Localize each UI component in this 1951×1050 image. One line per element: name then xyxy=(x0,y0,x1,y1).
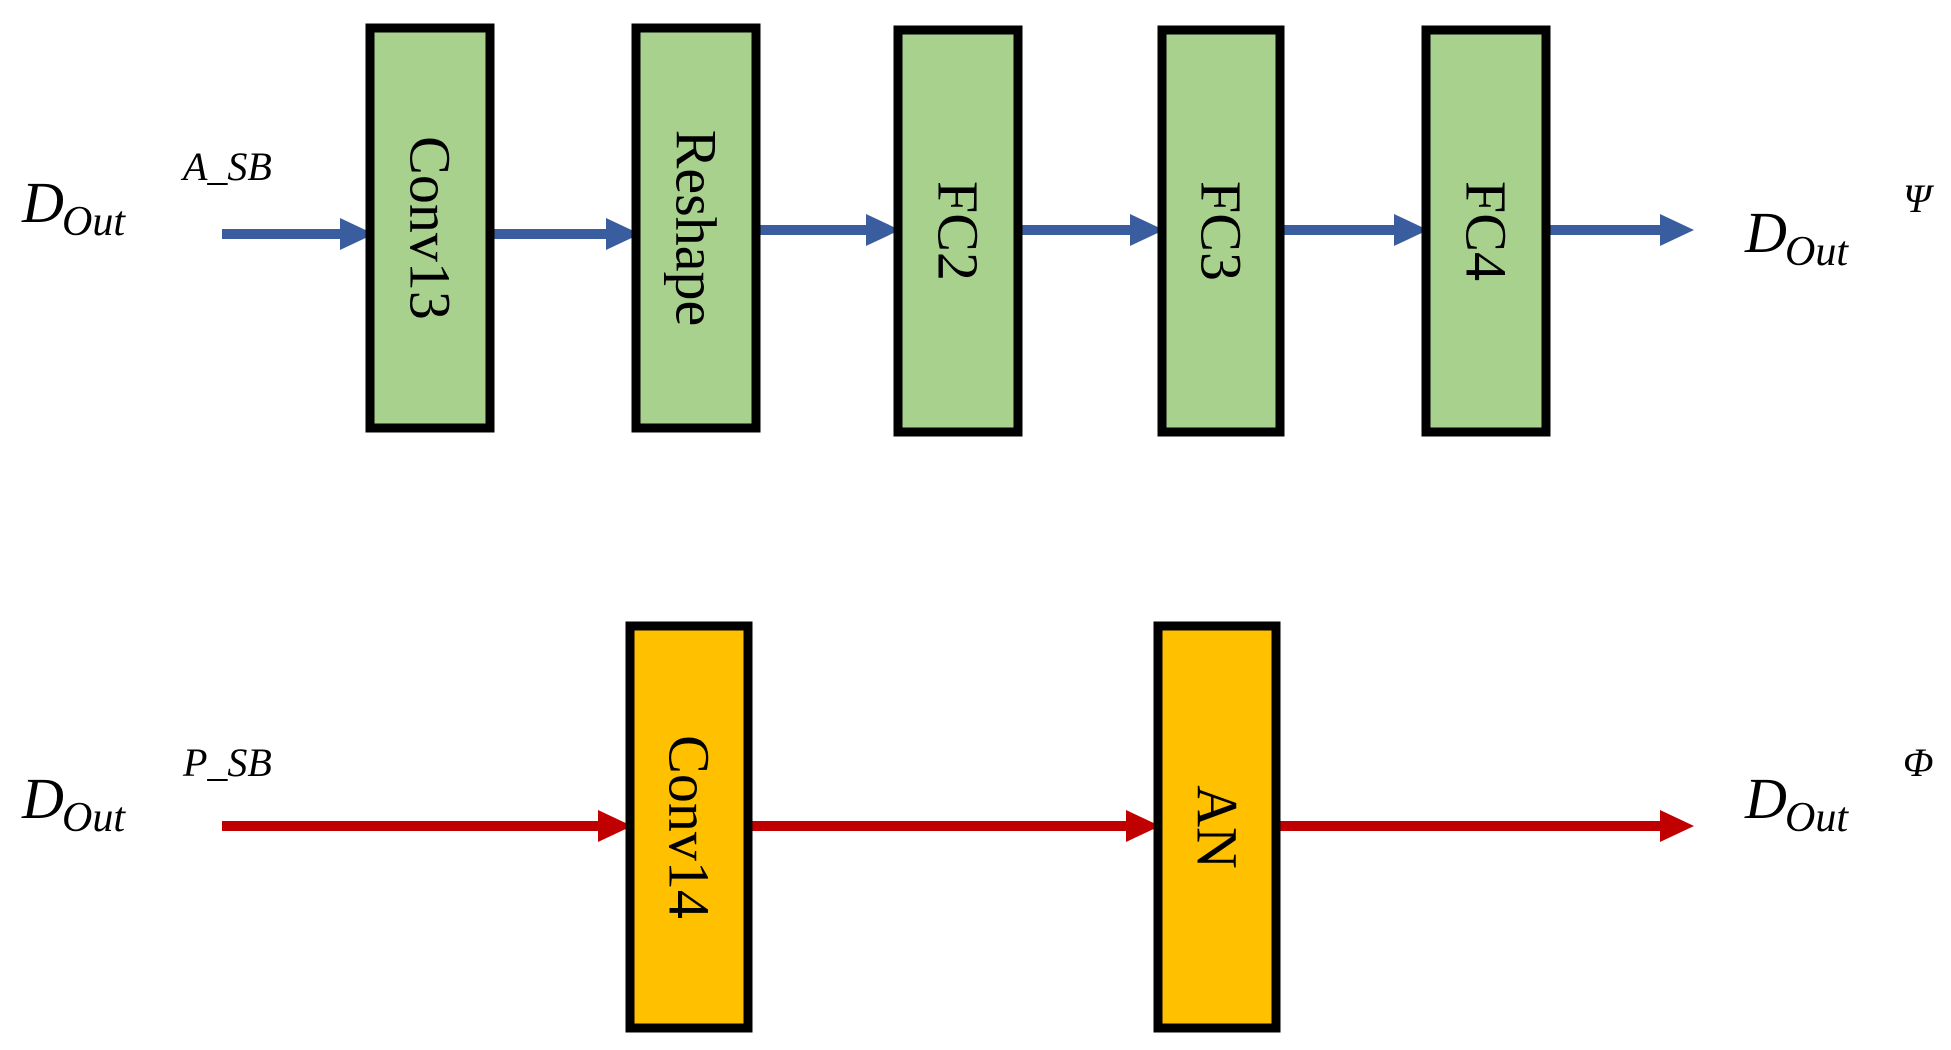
top-arrow-fc4-to-output xyxy=(1546,214,1694,246)
block-conv13: Conv13 xyxy=(365,23,495,433)
block-fc3: FC3 xyxy=(1157,25,1285,437)
bottom-output-main: D xyxy=(1744,766,1787,831)
bottom-row: D Out P_SB Conv14 AN xyxy=(21,621,1933,1033)
block-conv14-label: Conv14 xyxy=(657,735,722,919)
block-reshape: Reshape xyxy=(631,23,761,433)
block-an-label: AN xyxy=(1185,785,1250,869)
top-output-main: D xyxy=(1744,200,1787,265)
top-input-sup: A_SB xyxy=(180,144,272,189)
block-fc2-label: FC2 xyxy=(926,181,991,281)
block-fc4-label: FC4 xyxy=(1454,181,1519,281)
bottom-arrow-an-to-output xyxy=(1276,810,1694,842)
top-arrow-fc2-to-fc3 xyxy=(1018,214,1164,246)
top-arrow-reshape-to-fc2 xyxy=(756,214,900,246)
top-arrows xyxy=(222,214,1694,250)
block-fc3-label: FC3 xyxy=(1189,181,1254,281)
top-arrow-conv13-to-reshape xyxy=(490,218,640,250)
block-conv14: Conv14 xyxy=(625,621,753,1033)
top-output-sup: Ψ xyxy=(1903,176,1935,221)
top-input-label: D Out A_SB xyxy=(21,144,272,245)
bottom-output-label: D Out Φ xyxy=(1744,740,1933,841)
top-arrow-input-to-conv13 xyxy=(222,218,374,250)
bottom-arrows xyxy=(222,810,1694,842)
bottom-input-sup: P_SB xyxy=(182,740,272,785)
top-input-main: D xyxy=(21,170,64,235)
top-output-sub: Out xyxy=(1785,229,1849,275)
block-an: AN xyxy=(1153,621,1281,1033)
block-fc4: FC4 xyxy=(1421,25,1551,437)
bottom-output-sub: Out xyxy=(1785,795,1849,841)
top-arrow-fc3-to-fc4 xyxy=(1280,214,1428,246)
bottom-output-sup: Φ xyxy=(1903,740,1933,785)
bottom-arrow-input-to-conv14 xyxy=(222,810,632,842)
top-input-sub: Out xyxy=(62,199,126,245)
top-output-label: D Out Ψ xyxy=(1744,176,1935,275)
bottom-input-label: D Out P_SB xyxy=(21,740,272,841)
block-fc2: FC2 xyxy=(893,25,1023,437)
bottom-input-main: D xyxy=(21,766,64,831)
bottom-arrow-conv14-to-an xyxy=(748,810,1160,842)
block-reshape-label: Reshape xyxy=(664,130,729,327)
bottom-input-sub: Out xyxy=(62,795,126,841)
top-row: D Out A_SB xyxy=(21,23,1935,437)
block-conv13-label: Conv13 xyxy=(398,136,463,320)
